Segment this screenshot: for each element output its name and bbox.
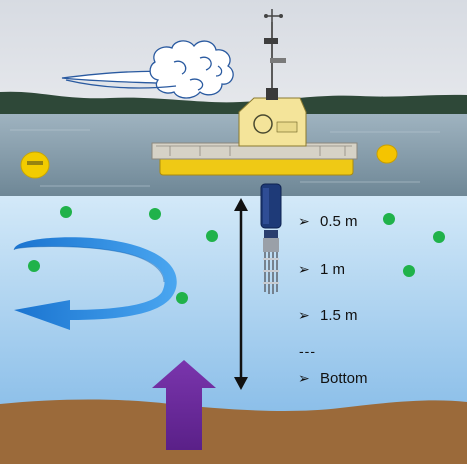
hut-sign (276, 121, 298, 133)
water-column (0, 196, 467, 411)
arrow-bullet-icon: ➢ (298, 213, 310, 229)
lake-sediment (0, 399, 467, 464)
monitoring-platform (151, 9, 358, 176)
sonde-sensor-icon (260, 183, 282, 294)
lake-photo (0, 0, 467, 196)
particle-dots (28, 206, 445, 304)
mast-arm (270, 58, 286, 63)
depth-label-0-5m: ➢ 0.5 m (298, 213, 358, 230)
depth-label-text: 1 m (320, 261, 346, 278)
depth-label-text: Bottom (320, 370, 368, 387)
lake-ripples (10, 129, 440, 187)
particle-dot (433, 231, 445, 243)
depth-label-text: 0.5 m (320, 213, 358, 230)
particle-dot (60, 206, 72, 218)
circulation-arrow (13, 237, 177, 330)
distant-hills (0, 91, 467, 118)
depth-range-arrow (234, 198, 248, 390)
arrow-bullet-icon: ➢ (298, 261, 310, 277)
particle-dot (28, 260, 40, 272)
mast-sensor (264, 38, 278, 44)
particle-dot (149, 208, 161, 220)
depth-label-text: 1.5 m (320, 307, 358, 324)
depth-ellipsis: --- (299, 343, 316, 359)
hut-chimney-box (266, 88, 278, 100)
anemometer-icon (264, 9, 283, 22)
hut-logo (253, 114, 273, 134)
depth-label-1m: ➢ 1 m (298, 261, 345, 278)
particle-dot (383, 213, 395, 225)
right-buoy (376, 144, 398, 164)
platform-pontoon (159, 156, 354, 176)
wind-icon (61, 40, 234, 99)
arrow-bullet-icon: ➢ (298, 307, 310, 323)
left-buoy (20, 151, 50, 179)
particle-dot (403, 265, 415, 277)
depth-label-1-5m: ➢ 1.5 m (298, 307, 358, 324)
depth-label-bottom: ➢ Bottom (298, 370, 368, 387)
arrow-bullet-icon: ➢ (298, 370, 310, 386)
particle-dot (206, 230, 218, 242)
upwelling-arrow (152, 360, 216, 450)
particle-dot (176, 292, 188, 304)
